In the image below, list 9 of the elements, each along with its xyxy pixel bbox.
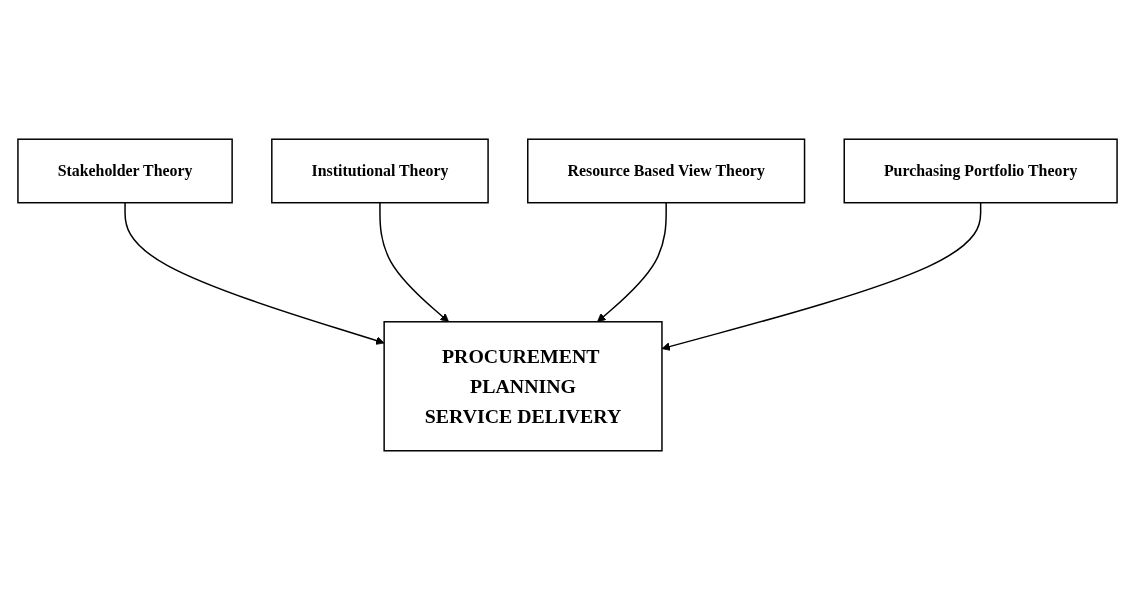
node-box: Institutional Theory: [271, 138, 489, 204]
arrow: [661, 201, 982, 351]
arrow: [124, 201, 385, 345]
node-box: Resource Based View Theory: [527, 138, 806, 204]
arrow: [597, 201, 667, 323]
node-box: PROCUREMENT PLANNING SERVICE DELIVERY: [383, 321, 663, 452]
node-box: Purchasing Portfolio Theory: [843, 138, 1118, 204]
node-box: Stakeholder Theory: [17, 138, 233, 204]
arrow: [379, 201, 450, 323]
